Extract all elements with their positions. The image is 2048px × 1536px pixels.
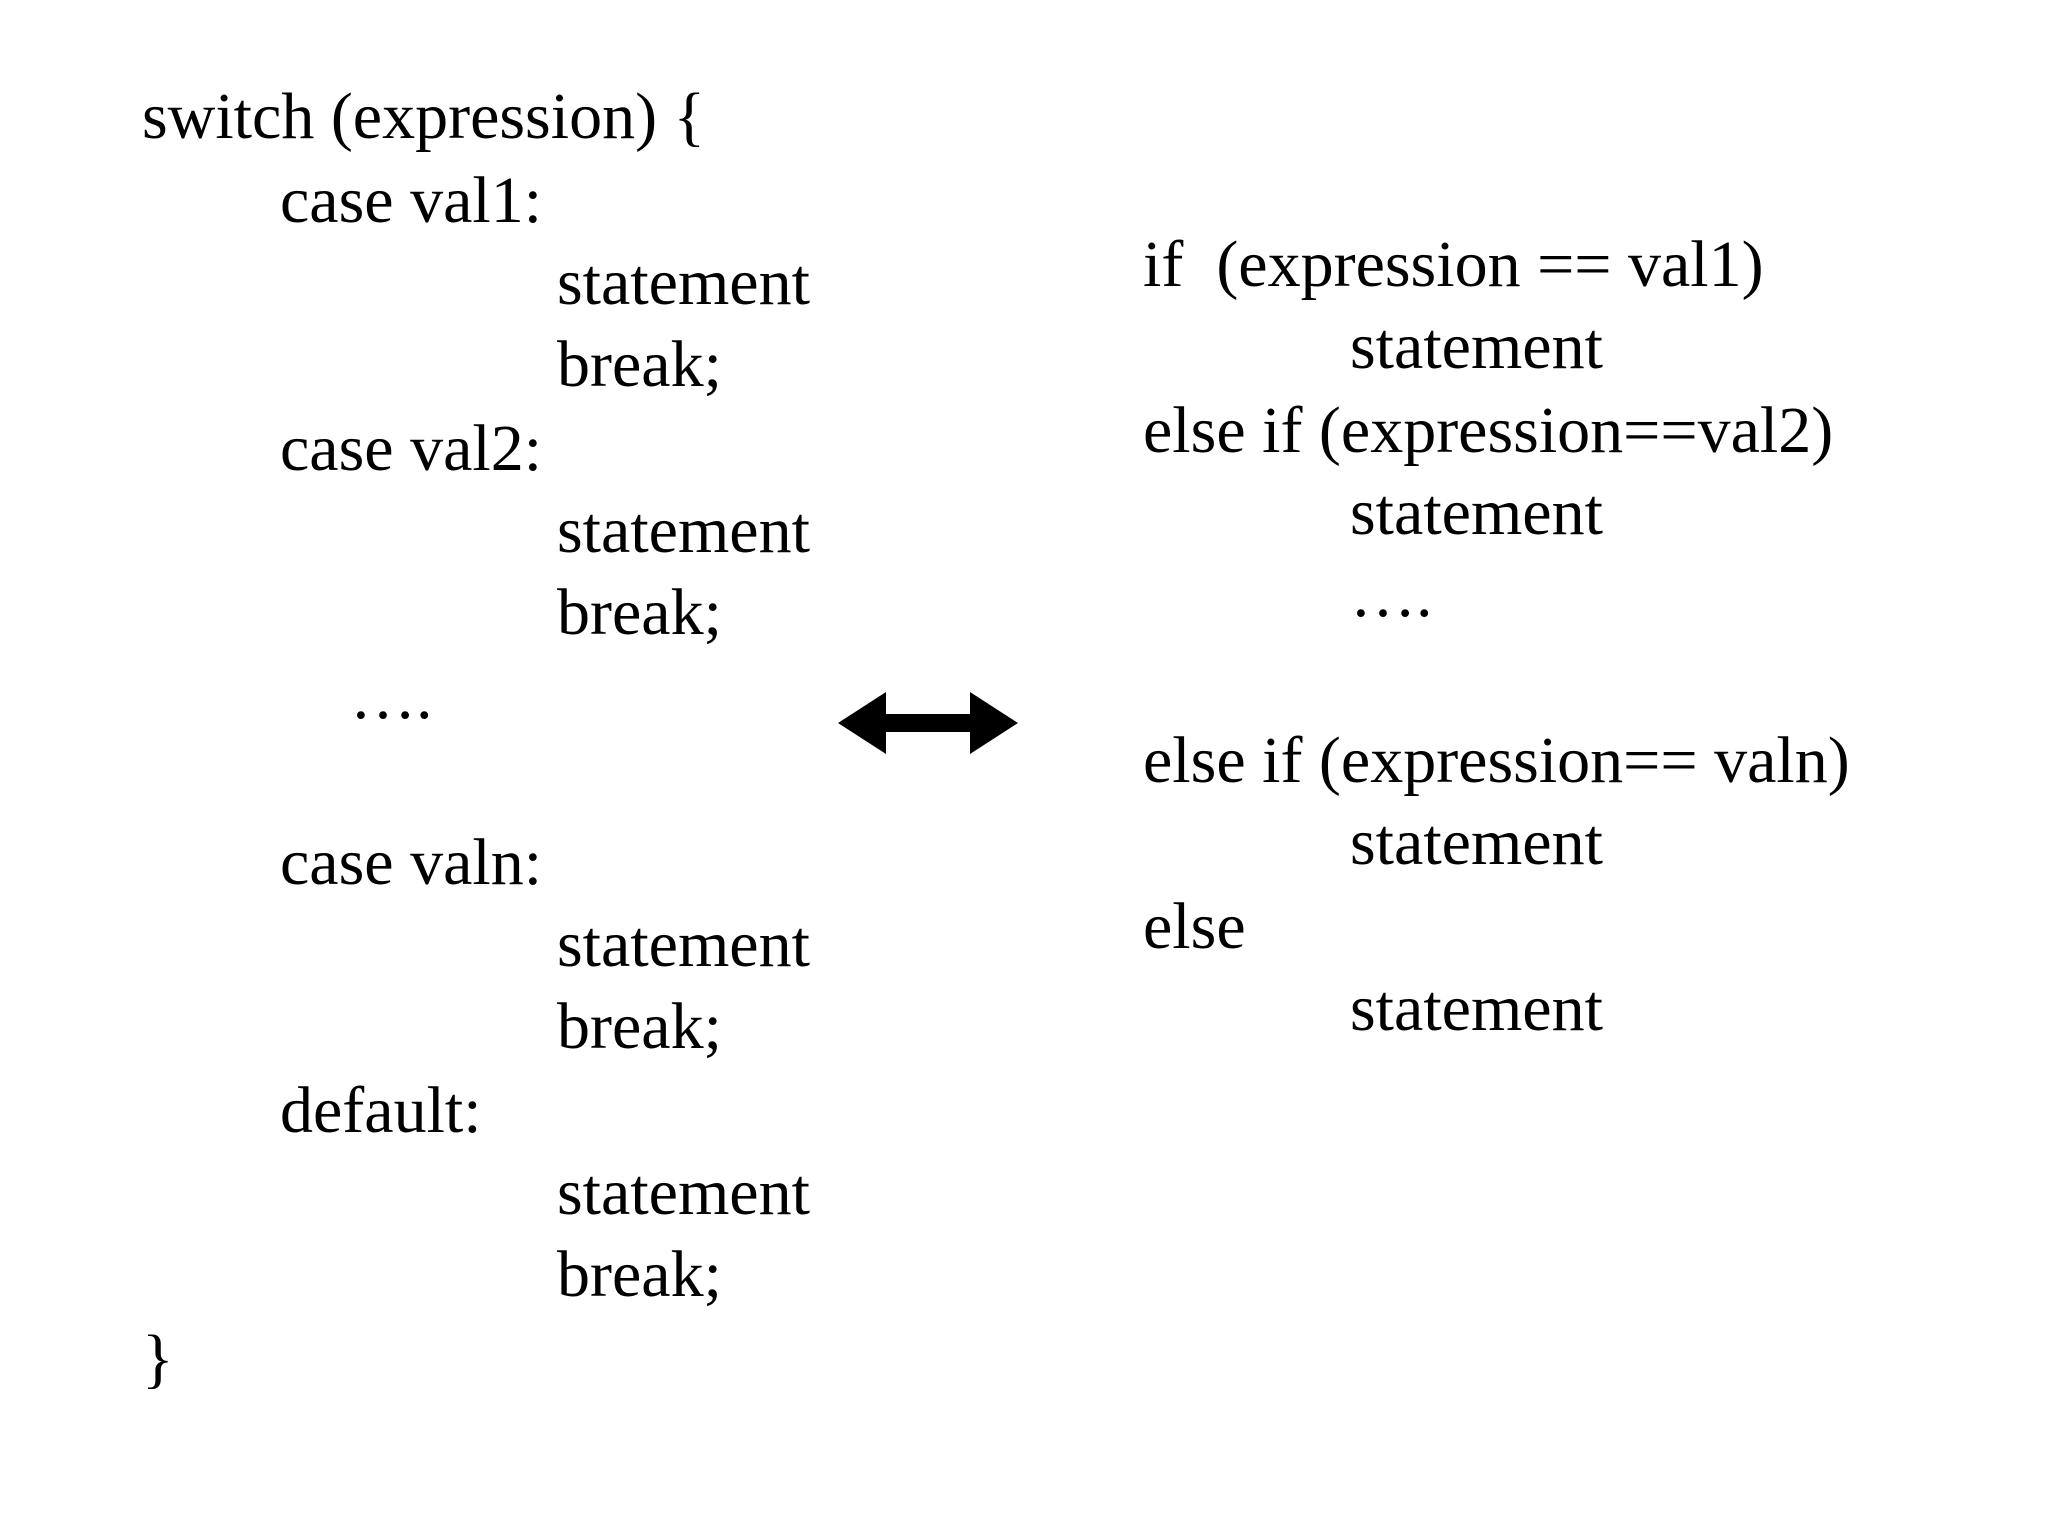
statement-line: statement: [557, 246, 810, 319]
ellipsis-line: ….: [350, 660, 433, 733]
case-val1-line: case val1:: [280, 164, 543, 237]
break-line: break;: [557, 990, 722, 1063]
break-line: break;: [557, 328, 722, 401]
else-if-line: else if (expression==val2): [1143, 394, 1834, 467]
ellipsis-line: ….: [1350, 558, 1433, 631]
statement-line: statement: [1350, 972, 1603, 1045]
else-line: else: [1143, 890, 1246, 963]
else-if-line: else if (expression== valn): [1143, 724, 1850, 797]
case-valn-line: case valn:: [280, 826, 543, 899]
statement-line: statement: [1350, 476, 1603, 549]
break-line: break;: [557, 1238, 722, 1311]
statement-line: statement: [557, 1156, 810, 1229]
statement-line: statement: [557, 494, 810, 567]
closing-brace-line: }: [142, 1322, 174, 1395]
break-line: break;: [557, 576, 722, 649]
if-line: if (expression == val1): [1143, 228, 1764, 301]
case-val2-line: case val2:: [280, 412, 543, 485]
statement-line: statement: [557, 908, 810, 981]
switch-header-line: switch (expression) {: [142, 80, 706, 153]
statement-line: statement: [1350, 310, 1603, 383]
default-line: default:: [280, 1074, 482, 1147]
double-headed-arrow-icon: [838, 692, 1018, 754]
statement-line: statement: [1350, 806, 1603, 879]
